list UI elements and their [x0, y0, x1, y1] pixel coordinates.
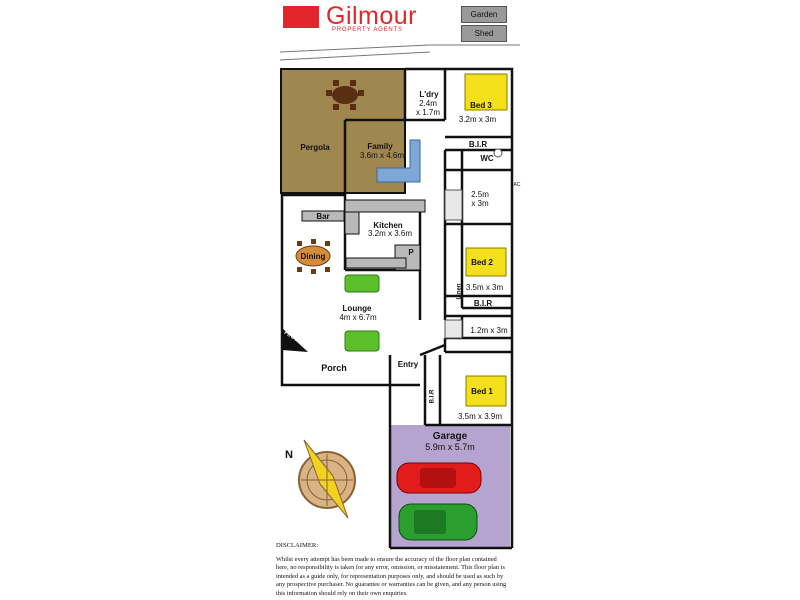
outdoor-table-icon [326, 80, 364, 110]
linen-label: Linen [456, 283, 463, 300]
dining-table-icon [295, 239, 331, 274]
legend-garden: Garden [461, 6, 507, 23]
north-label: N [285, 449, 293, 461]
disclaimer-text: Whilst every attempt has been made to en… [276, 555, 507, 597]
garage-label: Garage [432, 431, 468, 442]
brand-logo-mark [283, 6, 319, 28]
lounge-dims: 4m x 6.7m [339, 313, 377, 322]
bar-label: Bar [316, 212, 330, 221]
legend-shed: Shed [461, 25, 507, 42]
family-label: Family [367, 142, 393, 151]
entry-label: Entry [397, 360, 419, 369]
laundry-dims: 2.4m x 1.7m [415, 99, 440, 117]
kitchen-bench-top [344, 199, 426, 213]
garage-dims: 5.9m x 5.7m [425, 442, 475, 452]
bed3-dims: 3.2m x 3m [458, 115, 497, 124]
bed3-icon [464, 73, 508, 111]
disclaimer: DISCLAIMER: Whilst every attempt has bee… [276, 542, 508, 599]
porch-label: Porch [321, 363, 347, 373]
family-dims: 3.6m x 4.6m [359, 151, 404, 160]
compass-icon [298, 439, 356, 519]
kitchen-dims: 3.2m x 3.6m [367, 229, 412, 238]
ac-label: AC [513, 182, 521, 188]
lounge-label: Lounge [342, 304, 372, 313]
bed2-dims: 3.5m x 3m [465, 283, 504, 292]
laundry-label: L'dry [419, 90, 439, 99]
red-car-icon [396, 462, 482, 494]
disclaimer-title: DISCLAIMER: [276, 542, 319, 549]
property-boundary [279, 44, 520, 61]
pergola-label: Pergola [300, 143, 330, 152]
bed2-icon [465, 247, 507, 277]
bir2-label: B.I.R [473, 299, 493, 308]
fireplace [282, 328, 308, 352]
ensuite-shower-icon [444, 319, 463, 339]
bed1-label: Bed 1 [471, 387, 493, 396]
dining-label: Dining [300, 252, 326, 261]
bar-bench [301, 210, 345, 222]
wc-label: WC [480, 154, 494, 163]
bed2-label: Bed 2 [471, 258, 493, 267]
kitchen-cooktop [344, 211, 360, 235]
bir3-label: B.I.R [468, 140, 488, 149]
kitchen-island [345, 257, 407, 269]
ensuite-dims: 1.2m x 3m [470, 326, 508, 335]
kitchen-label: Kitchen [373, 221, 403, 230]
green-car-icon [398, 503, 478, 541]
lounge-sofa-top-icon [344, 274, 380, 293]
lounge-sofa-bottom-icon [344, 330, 380, 352]
bed1-icon [465, 375, 507, 407]
shower-icon [444, 189, 463, 221]
bed3-label: Bed 3 [470, 101, 492, 110]
bath-dims: 2.5m x 3m [471, 190, 489, 208]
toilet-icon [493, 148, 503, 158]
brand-tagline: PROPERTY AGENTS [332, 27, 403, 33]
bir1-label: B.I.R [429, 389, 436, 404]
bed1-dims: 3.5m x 3.9m [457, 412, 502, 421]
brand-name: Gilmour [326, 2, 418, 30]
pantry-label: P [408, 248, 414, 257]
family-sofa-icon [376, 139, 421, 183]
